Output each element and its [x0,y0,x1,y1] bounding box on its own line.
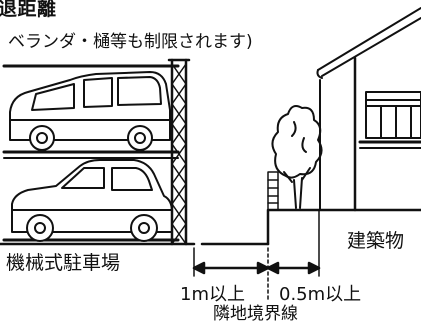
dimension-arrow-left [192,261,270,275]
upper-car-icon [9,71,171,151]
parking-lattice-tower [167,58,191,246]
dimension-arrow-right [266,261,321,275]
note-text: ベランダ・樋等も制限されます) [8,32,253,52]
page-title: 退距離 [0,0,57,20]
parking-label: 機械式駐車場 [6,252,121,274]
distance-right-label: 0.5m以上 [279,284,362,305]
tree-icon [271,105,323,209]
dimension-guides [193,209,320,277]
distance-left-label: 1m以上 [180,284,245,305]
boundary-wall [267,171,279,211]
building-icon [316,7,421,212]
boundary-label: 隣地境界線 [213,304,298,324]
building-label: 建築物 [347,230,405,252]
lower-car-icon [11,159,173,242]
